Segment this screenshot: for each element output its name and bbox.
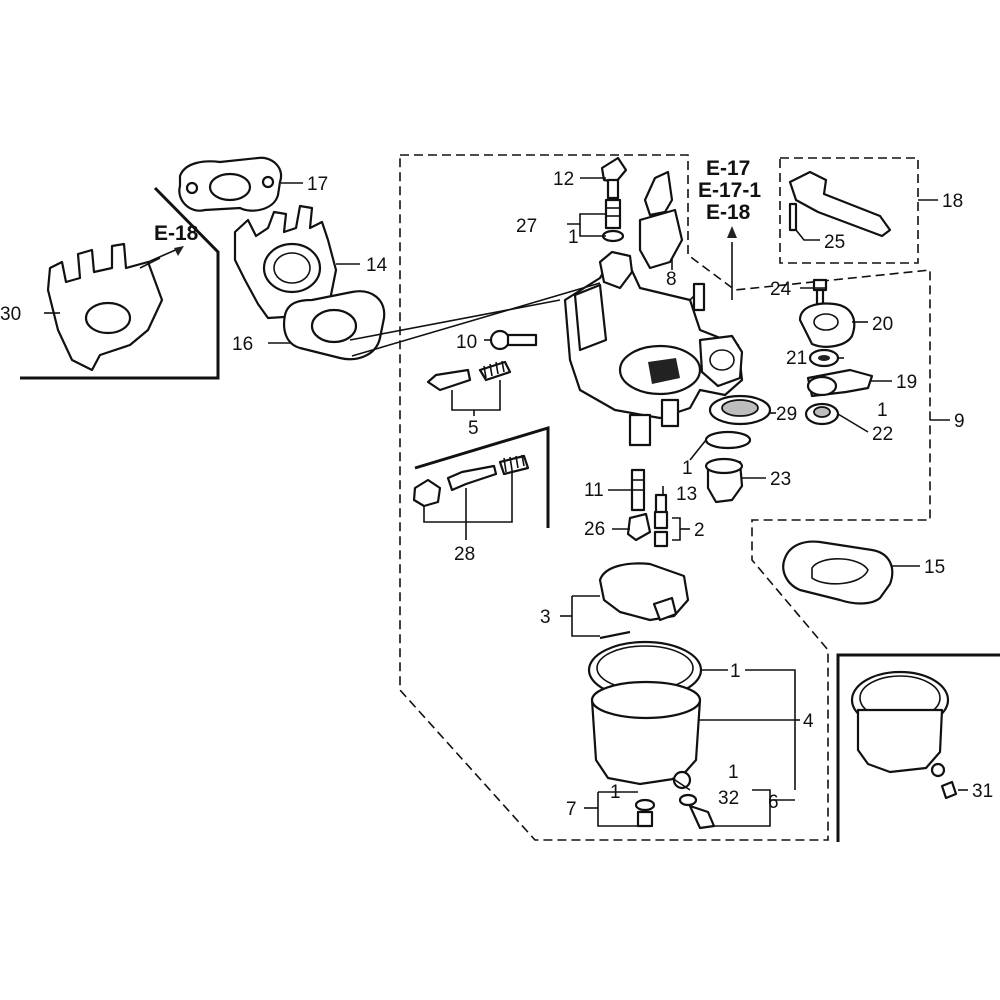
callout-1-f: 1 <box>610 782 621 803</box>
center-section-reference-3: E-18 <box>706 201 751 224</box>
callout-17: 17 <box>307 174 328 195</box>
part-7-drain-screw <box>634 798 656 828</box>
callout-13: 13 <box>676 484 697 505</box>
callout-31: 31 <box>972 781 993 802</box>
callout-6: 6 <box>768 792 779 813</box>
callout-27: 27 <box>516 216 537 237</box>
callout-18: 18 <box>942 191 963 212</box>
float-bowl-option-frame <box>836 653 1000 842</box>
screw-kit-inset-frame <box>414 425 550 528</box>
section-references: E-18 E-17 E-17-1 E-18 <box>154 157 761 256</box>
part-6-32-drain-screw <box>678 793 716 830</box>
callout-5: 5 <box>468 418 479 439</box>
callout-29: 29 <box>776 404 797 425</box>
carburetor-body <box>563 250 744 447</box>
reference-arrow-icon <box>727 226 737 238</box>
callout-14: 14 <box>366 255 388 276</box>
left-section-reference: E-18 <box>154 222 199 245</box>
part-20-cover <box>798 302 856 348</box>
callout-1-c: 1 <box>877 400 888 421</box>
callout-1-a: 1 <box>568 227 579 248</box>
part-15-gasket <box>782 540 894 605</box>
part-8-lever <box>638 170 684 270</box>
part-23-needle-valve <box>704 457 744 504</box>
part-3-float-pin <box>599 630 631 640</box>
main-assembly-dashed-frame <box>399 154 931 841</box>
center-section-reference-2: E-17-1 <box>698 179 761 202</box>
part-14-insulator <box>233 204 338 320</box>
callout-7: 7 <box>566 799 577 820</box>
callout-32: 32 <box>718 788 739 809</box>
part-28-screw-kit <box>412 454 530 508</box>
callout-1-b: 1 <box>682 458 693 479</box>
callout-3: 3 <box>540 607 551 628</box>
left-inset-frame <box>20 186 220 380</box>
part-29-assembly <box>704 394 772 450</box>
callout-4: 4 <box>803 711 814 732</box>
callout-1-e: 1 <box>728 762 739 783</box>
part-27-screw-set <box>601 198 625 243</box>
part-10-screw <box>489 329 538 351</box>
callout-25: 25 <box>824 232 845 253</box>
callout-28: 28 <box>454 544 475 565</box>
callout-26: 26 <box>584 519 605 540</box>
part-21-washer <box>808 348 840 368</box>
callout-30: 30 <box>0 304 21 325</box>
callout-11: 11 <box>584 480 604 501</box>
callout-9: 9 <box>954 411 965 432</box>
callout-10: 10 <box>456 332 477 353</box>
part-26-jet <box>626 512 652 542</box>
callout-15: 15 <box>924 557 945 578</box>
callout-labels: 30 17 14 16 12 27 1 8 10 5 28 11 13 1 26… <box>0 169 993 820</box>
part-11-13-nozzle <box>630 468 668 515</box>
part-2-jet-set <box>653 510 669 548</box>
callout-21: 21 <box>786 348 807 369</box>
part-24-screw <box>812 278 828 308</box>
callout-16: 16 <box>232 334 253 355</box>
part-5-pilot-screw-set <box>426 360 512 392</box>
part-22-gasket <box>804 402 840 426</box>
part-3-float <box>598 562 690 622</box>
lever-inset-dashed-frame <box>779 157 919 264</box>
part-31-optional-bowl <box>850 670 958 800</box>
part-30-insulator <box>46 242 164 372</box>
callout-22: 22 <box>872 424 893 445</box>
part-25-pin <box>788 202 798 232</box>
part-18-throttle-lever <box>788 170 892 238</box>
callout-2: 2 <box>694 520 705 541</box>
callout-24: 24 <box>770 279 792 300</box>
callout-12: 12 <box>553 169 574 190</box>
group-boundaries <box>20 154 1000 842</box>
part-4-float-bowl <box>590 680 702 790</box>
part-16-gasket <box>283 290 386 361</box>
callout-1-d: 1 <box>730 661 741 682</box>
callout-19: 19 <box>896 372 917 393</box>
callout-23: 23 <box>770 469 791 490</box>
left-reference-arrow-icon <box>174 246 184 256</box>
center-section-reference-1: E-17 <box>706 157 750 180</box>
part-17-gasket <box>178 156 283 212</box>
part-19-lever <box>806 368 874 398</box>
leader-lines <box>44 177 968 827</box>
callout-20: 20 <box>872 314 893 335</box>
callout-8: 8 <box>666 269 677 290</box>
